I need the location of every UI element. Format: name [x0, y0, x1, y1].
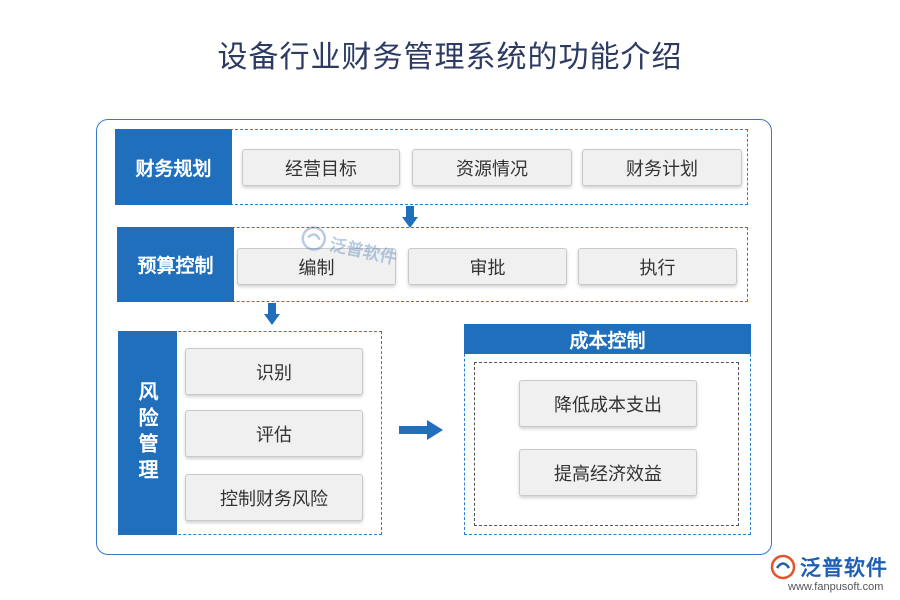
planning-item: 资源情况 — [412, 149, 572, 186]
risk-item: 控制财务风险 — [185, 474, 363, 521]
brand-name: 泛普软件 — [800, 556, 888, 580]
cost-item: 提高经济效益 — [519, 449, 697, 496]
fanpu-logo-icon — [770, 554, 796, 580]
cost-inner-box — [474, 362, 739, 526]
brand-logo: 泛普软件 — [770, 552, 888, 582]
fanpu-logo-icon — [301, 226, 327, 251]
budget-item: 审批 — [408, 248, 567, 285]
page-title: 设备行业财务管理系统的功能介绍 — [217, 40, 683, 75]
cost-label: 成本控制 — [464, 324, 751, 354]
risk-label: 风险管理 — [118, 331, 177, 535]
diagram-frame — [96, 119, 772, 555]
cost-item: 降低成本支出 — [519, 380, 697, 427]
budget-label: 预算控制 — [117, 227, 234, 302]
planning-item: 财务计划 — [582, 149, 742, 186]
arrow-right-icon — [399, 420, 443, 440]
arrow-down-icon — [402, 206, 418, 228]
budget-item: 执行 — [578, 248, 737, 285]
planning-label: 财务规划 — [115, 129, 232, 205]
arrow-down-icon — [264, 303, 280, 325]
planning-item: 经营目标 — [242, 149, 400, 186]
risk-item: 评估 — [185, 410, 363, 457]
watermark: 泛普软件 — [298, 223, 399, 269]
brand-url: www.fanpusoft.com — [788, 581, 884, 593]
budget-item: 编制 — [237, 248, 396, 285]
risk-item: 识别 — [185, 348, 363, 395]
